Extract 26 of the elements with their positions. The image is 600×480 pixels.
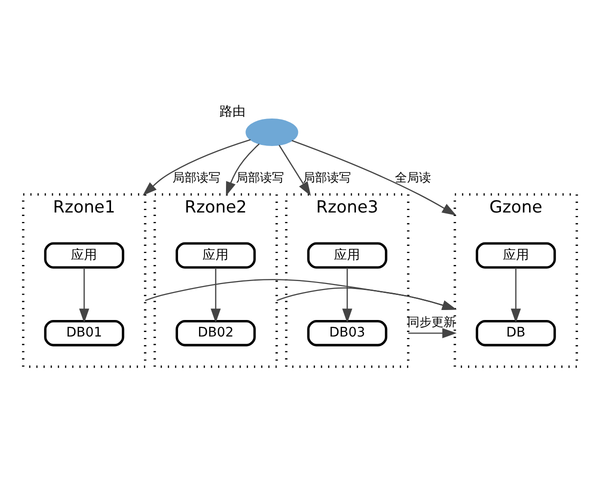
edge-label: 同步更新 [408,314,456,328]
node-box: DB03 [307,320,388,346]
edge-label: 局部读写 [172,170,221,184]
arrow [292,140,456,215]
arrow [342,266,352,322]
arrow [226,143,260,196]
node-box: 应用 [307,242,388,268]
edge-label: 局部读写 [236,170,284,184]
node-cloud [246,118,298,146]
arrow [79,266,90,322]
edge-label: 全局读 [395,170,431,184]
node-label: 路由 [219,104,246,119]
arrow [408,328,457,338]
node-box: DB02 [176,320,256,346]
edge-label: 局部读写 [302,170,351,184]
node-box: 应用 [44,242,124,268]
arrow [142,138,251,196]
node-box: DB [476,320,556,346]
arrow [278,144,311,196]
node-box: 应用 [176,242,256,268]
arrow [144,278,457,310]
node-box: DB01 [44,320,124,346]
node-box: 应用 [476,242,556,268]
arrow [276,286,457,310]
arrow [210,266,221,322]
arrow [510,266,521,322]
